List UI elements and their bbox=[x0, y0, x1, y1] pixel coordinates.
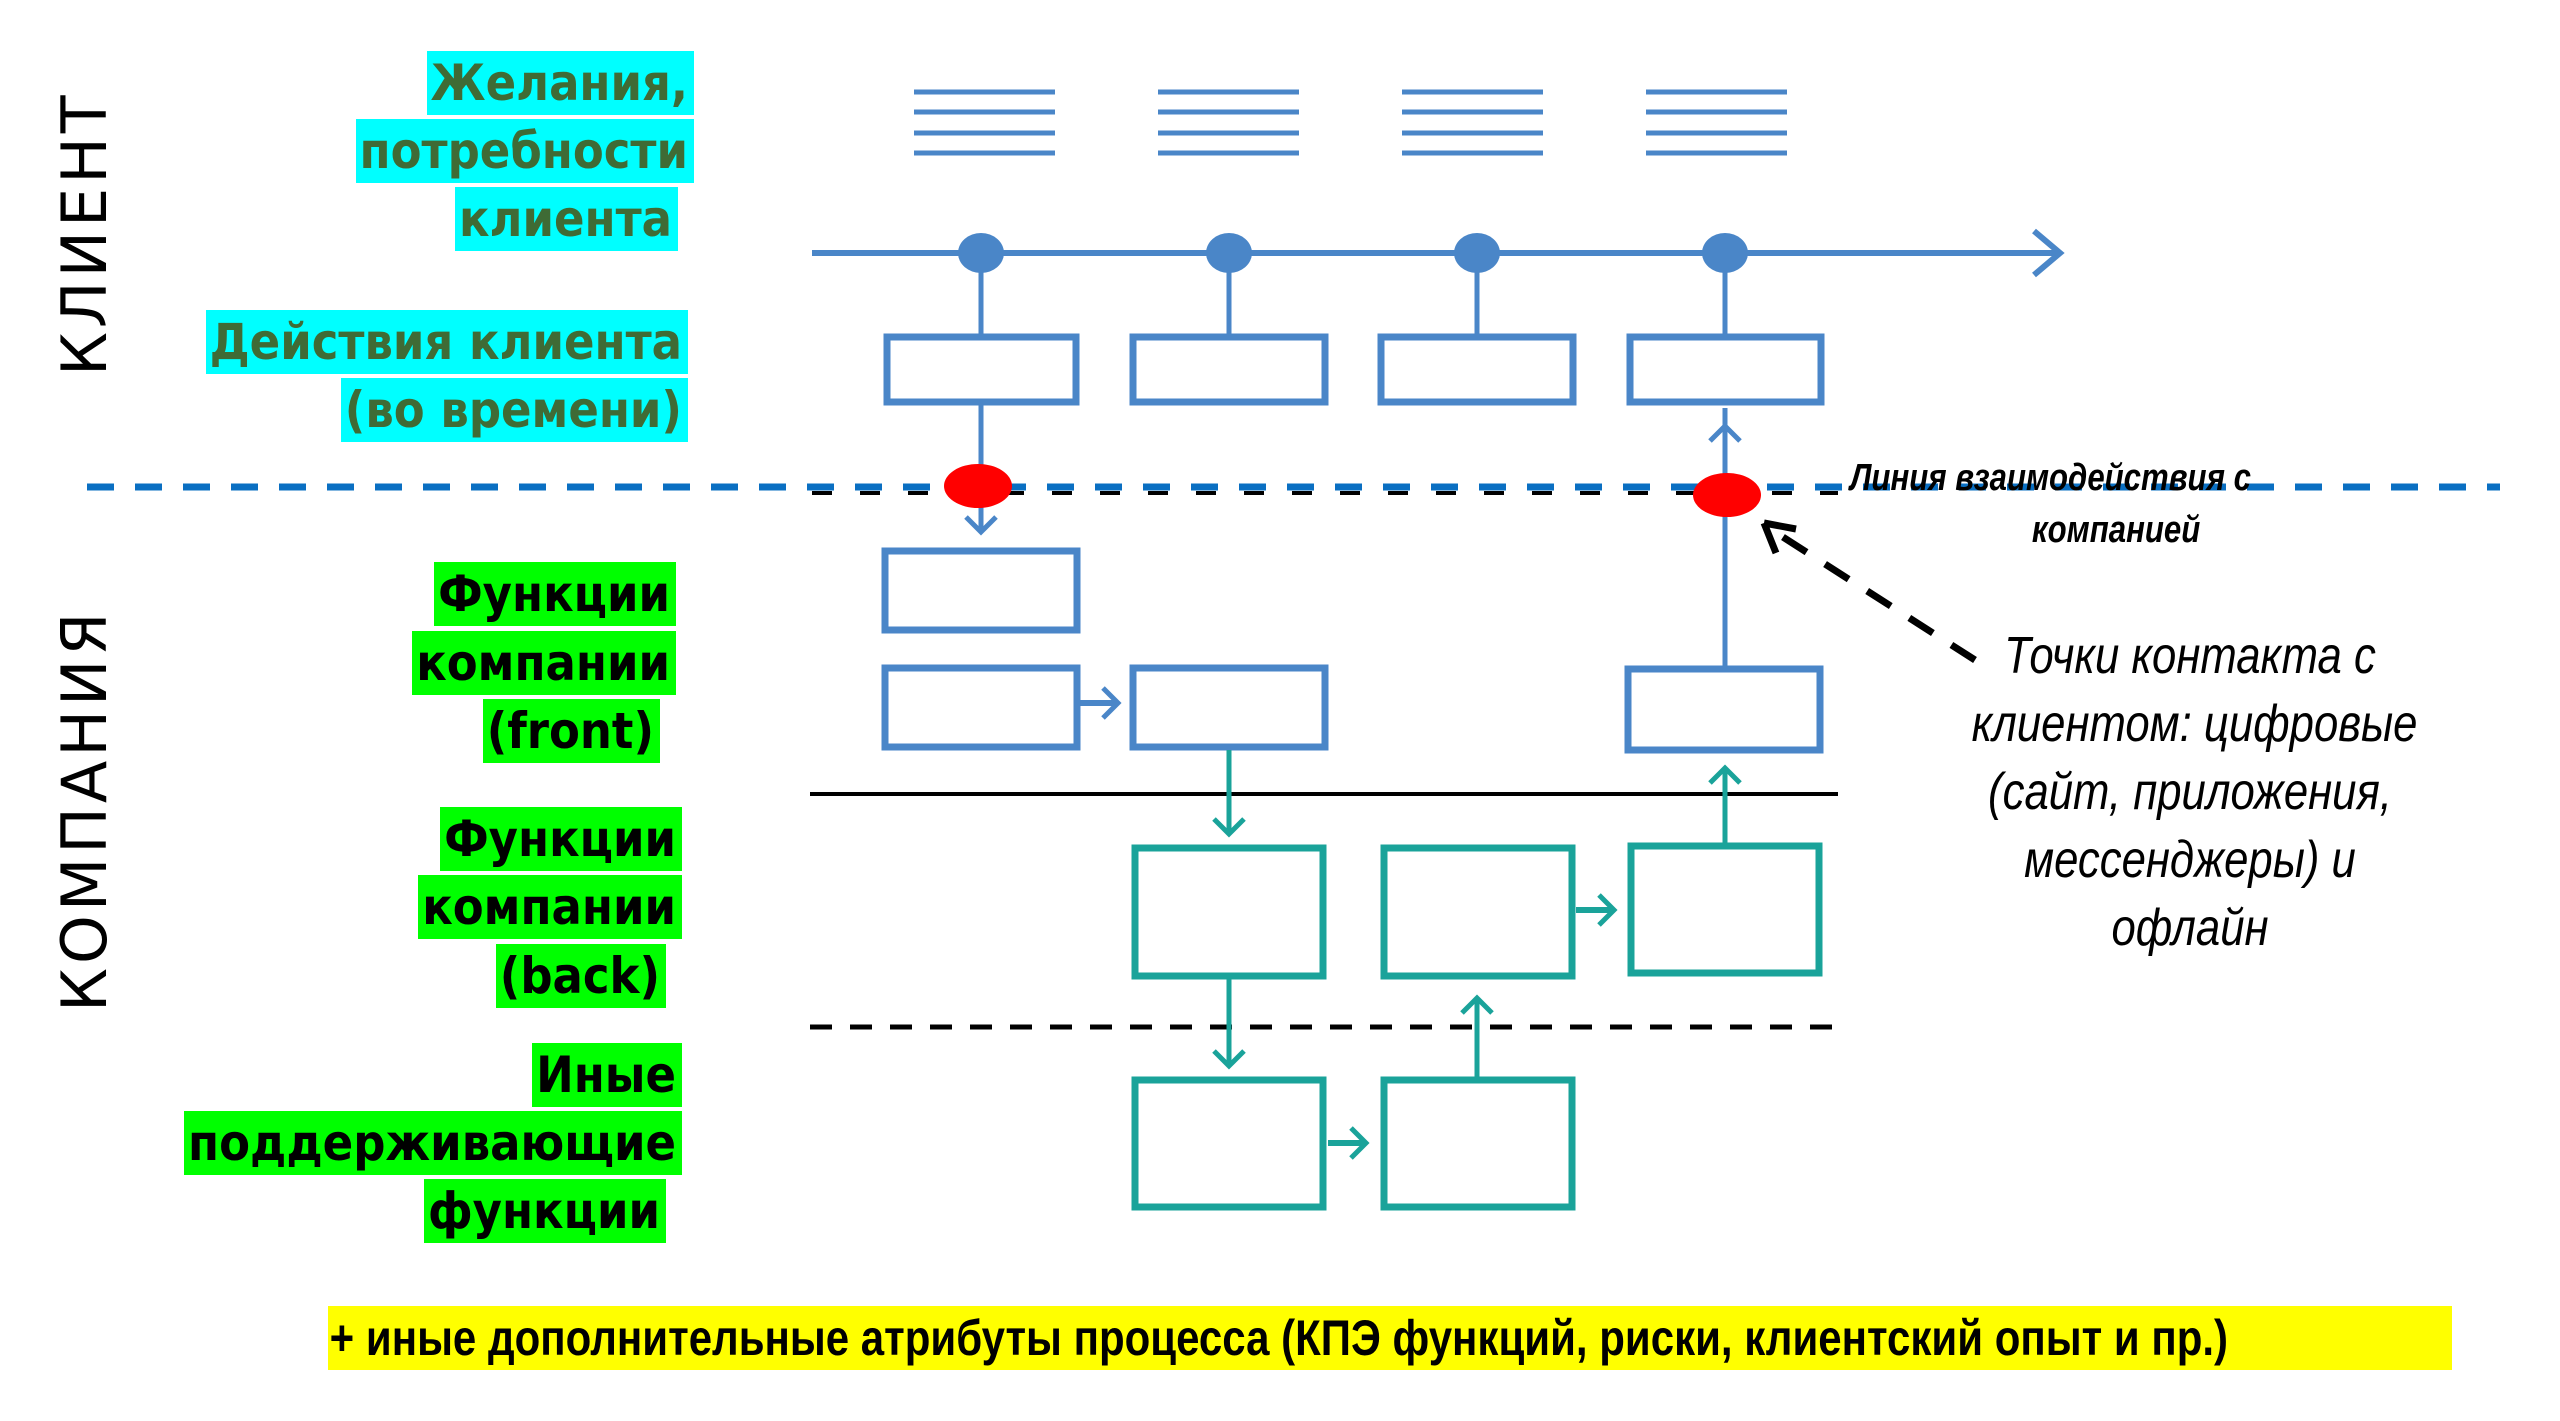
label-wishes-line-2: потребности bbox=[355, 119, 694, 183]
front-box-3 bbox=[1129, 664, 1329, 751]
label-back-line-1: Функции bbox=[440, 807, 682, 871]
interaction-line-annotation: Линия взаимодействия с компанией bbox=[1850, 452, 2251, 556]
front-box-1 bbox=[881, 547, 1081, 634]
client-action-box-1 bbox=[883, 333, 1080, 406]
label-back-line-3: (back) bbox=[495, 944, 666, 1008]
interaction-line-text-1: Линия взаимодействия с bbox=[1850, 457, 2251, 499]
label-support-line-3: функции bbox=[424, 1179, 666, 1243]
timeline-event-dot-4 bbox=[1702, 233, 1748, 273]
arrow-support1-to-support2-head bbox=[1349, 1126, 1370, 1160]
touch-point-dot-2 bbox=[1693, 473, 1761, 517]
arrow-back3-to-front4-head bbox=[1708, 764, 1742, 785]
label-front-line-1: Функции bbox=[434, 562, 676, 626]
arrow-back1-to-support1-head bbox=[1212, 1049, 1246, 1070]
front-box-2 bbox=[881, 664, 1081, 751]
label-wishes-line-1: Желания, bbox=[426, 51, 694, 115]
timeline-event-dot-1 bbox=[958, 233, 1004, 273]
front-box-4 bbox=[1624, 665, 1824, 754]
client-action-box-4 bbox=[1626, 333, 1825, 406]
label-front-line-3: (front) bbox=[482, 699, 660, 763]
touch-points-text-4: мессенджеры) и bbox=[2024, 831, 2356, 889]
touch-points-annotation: Точки контакта с клиентом: цифровые (сай… bbox=[1971, 622, 2418, 962]
label-wishes-line-3: клиента bbox=[454, 187, 678, 251]
touch-points-text-3: (сайт, приложения, bbox=[1988, 763, 2392, 821]
label-back-line-2: компании bbox=[418, 875, 682, 939]
client-action-box-2 bbox=[1129, 333, 1329, 406]
interaction-line-text-2: компанией bbox=[2031, 509, 2201, 551]
arrow-front2-to-front3-head bbox=[1101, 686, 1122, 720]
support-box-2 bbox=[1380, 1076, 1576, 1211]
touch-point-callout-arrowhead bbox=[1760, 519, 1797, 555]
timeline-arrowhead bbox=[2032, 228, 2065, 278]
arrow-support2-to-back2-head bbox=[1460, 994, 1494, 1015]
label-front-line-2: компании bbox=[412, 631, 676, 695]
label-support-line-1: Иные bbox=[532, 1043, 682, 1107]
touch-points-text-2: клиентом: цифровые bbox=[1971, 695, 2418, 753]
arrow-action1-to-front-head bbox=[964, 515, 998, 536]
timeline-event-dot-2 bbox=[1206, 233, 1252, 273]
touch-points-text-5: офлайн bbox=[2111, 899, 2269, 957]
back-box-3 bbox=[1627, 842, 1823, 977]
label-client-actions-line-2: (во времени) bbox=[340, 378, 688, 442]
label-client-actions-line-1: Действия клиента bbox=[205, 310, 688, 374]
arrow-front-to-action4-head bbox=[1708, 422, 1742, 443]
client-action-box-3 bbox=[1377, 333, 1577, 406]
footer-note-text: + иные дополнительные атрибуты процесса … bbox=[329, 1310, 2229, 1366]
touch-point-dot-1 bbox=[944, 464, 1012, 508]
timeline-event-dot-3 bbox=[1454, 233, 1500, 273]
arrow-back2-to-back3-head bbox=[1597, 893, 1618, 927]
back-box-2 bbox=[1380, 844, 1576, 980]
arrow-front3-to-back1-head bbox=[1212, 817, 1246, 838]
support-box-1 bbox=[1131, 1076, 1327, 1211]
label-support-line-2: поддерживающие bbox=[184, 1111, 682, 1175]
touch-point-callout-line bbox=[1773, 529, 1977, 663]
touch-points-text-1: Точки контакта с bbox=[2004, 627, 2376, 685]
back-box-1 bbox=[1131, 844, 1327, 980]
footer-note: + иные дополнительные атрибуты процесса … bbox=[328, 1306, 2452, 1370]
